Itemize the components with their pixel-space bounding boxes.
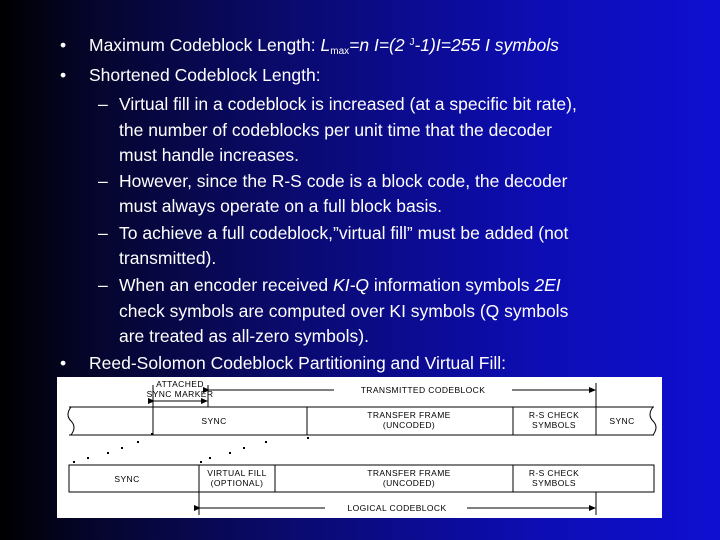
sub-bullet-text: When an encoder received [119, 275, 334, 295]
rs-check-cell: R-S CHECK [529, 410, 579, 420]
two-ei-term: 2EI [534, 275, 561, 295]
bullet-text: Maximum Codeblock Length: [89, 35, 321, 55]
formula-eq1: =n I=(2 [349, 35, 410, 55]
bullet-rs-partitioning: Reed-Solomon Codeblock Partitioning and … [89, 353, 506, 373]
sub-bullet-text: information symbols [369, 275, 535, 295]
codeblock-diagram-svg: ATTACHED SYNC MARKER TRANSMITTED CODEBLO… [67, 379, 657, 515]
transfer-frame-cell: TRANSFER FRAME [367, 410, 451, 420]
formula-j-superscript: J [409, 37, 415, 48]
bullet-marker: • [60, 35, 67, 55]
virtual-fill-cell: (OPTIONAL) [211, 478, 264, 488]
sub-bullet-line: transmitted). [119, 248, 217, 268]
dotted-projection-lines [73, 433, 309, 463]
sync-bottom-cell: SYNC [114, 474, 139, 484]
sub-bullet-line: must always operate on a full block basi… [119, 196, 442, 216]
dash-marker: – [98, 223, 108, 243]
virtual-fill-cell: VIRTUAL FILL [207, 468, 267, 478]
dash-marker: – [98, 94, 108, 114]
bullet-marker: • [60, 65, 67, 85]
bullet-marker: • [60, 353, 67, 373]
bullet-max-codeblock-length: Maximum Codeblock Length: Lmax=n I=(2 J-… [89, 34, 559, 57]
formula-l: L [320, 35, 331, 55]
transfer-frame-bottom-cell: TRANSFER FRAME [367, 468, 451, 478]
attached-sync-label: SYNC MARKER [147, 389, 214, 399]
wavy-break-left [67, 406, 75, 436]
sub-bullet-line: check symbols are computed over KI symbo… [119, 301, 569, 321]
rs-check-bottom-cell: R-S CHECK [529, 468, 579, 478]
bottom-row-frame [68, 464, 655, 493]
wavy-break-right [649, 406, 657, 436]
codeblock-diagram: ATTACHED SYNC MARKER TRANSMITTED CODEBLO… [57, 377, 662, 518]
bullet-shortened-codeblock: Shortened Codeblock Length: [89, 65, 321, 85]
sub-bullet-line: To achieve a full codeblock,”virtual fil… [119, 223, 569, 243]
sub-bullet-line: When an encoder received KI-Q informatio… [119, 274, 561, 296]
dash-marker: – [98, 171, 108, 191]
rs-check-cell: SYMBOLS [532, 420, 576, 430]
transmitted-codeblock-label: TRANSMITTED CODEBLOCK [361, 385, 486, 395]
kiq-term: KI-Q [333, 275, 370, 295]
dash-marker: – [98, 275, 108, 295]
transfer-frame-cell: (UNCODED) [383, 420, 435, 430]
formula-eq2: -1)I=255 I symbols [414, 35, 559, 55]
sub-bullet-line: are treated as all-zero symbols). [119, 326, 369, 346]
sync-top-cell: SYNC [201, 416, 226, 426]
formula-max-subscript: max [330, 46, 350, 57]
sub-bullet-line: must handle increases. [119, 145, 299, 165]
sub-bullet-line: However, since the R-S code is a block c… [119, 171, 568, 191]
rs-check-bottom-cell: SYMBOLS [532, 478, 576, 488]
transfer-frame-bottom-cell: (UNCODED) [383, 478, 435, 488]
sub-bullet-line: the number of codeblocks per unit time t… [119, 120, 552, 140]
sync-right-cell: SYNC [609, 416, 634, 426]
attached-sync-label: ATTACHED [156, 379, 204, 389]
logical-codeblock-label: LOGICAL CODEBLOCK [347, 503, 446, 513]
sub-bullet-line: Virtual fill in a codeblock is increased… [119, 94, 577, 114]
